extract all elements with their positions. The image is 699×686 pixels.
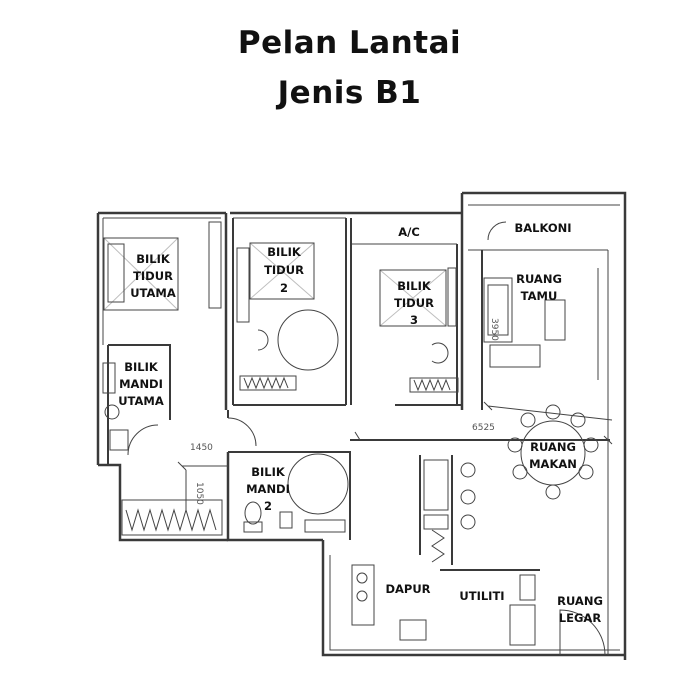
label-ruang-tamu-2: TAMU <box>521 289 558 303</box>
dimension-labels: 1450 1050 6525 3950 <box>190 318 499 505</box>
label-ac: A/C <box>398 225 420 239</box>
label-bilik-tidur-2-3: 2 <box>280 281 288 295</box>
label-bilik-tidur-utama-1: BILIK <box>136 252 171 266</box>
label-ruang-legar-2: LEGAR <box>559 611 602 625</box>
furniture <box>102 221 606 656</box>
label-bilik-tidur-utama-3: UTAMA <box>130 286 176 300</box>
dim-1450: 1450 <box>190 443 213 453</box>
label-ruang-makan-2: MAKAN <box>529 457 577 471</box>
outer-walls <box>96 191 627 660</box>
room-labels: BILIK TIDUR UTAMA BILIK TIDUR 2 BILIK TI… <box>118 221 603 625</box>
label-bilik-mandi-2-1: BILIK <box>251 465 286 479</box>
partitions <box>107 218 610 571</box>
label-bilik-tidur-3-3: 3 <box>410 313 418 327</box>
label-ruang-makan-1: RUANG <box>530 440 576 454</box>
label-bilik-tidur-3-2: TIDUR <box>394 296 434 310</box>
inner-wall-lines <box>102 204 620 655</box>
label-utiliti: UTILITI <box>459 589 504 603</box>
label-bilik-tidur-2-1: BILIK <box>267 245 302 259</box>
dim-3950: 3950 <box>489 318 499 341</box>
plan-title-line1: Pelan Lantai <box>237 25 462 61</box>
label-bilik-mandi-utama-2: MANDI <box>119 377 163 391</box>
label-bilik-tidur-3-1: BILIK <box>397 279 432 293</box>
label-bilik-mandi-utama-3: UTAMA <box>118 394 164 408</box>
label-bilik-mandi-utama-1: BILIK <box>124 360 159 374</box>
label-bilik-mandi-2-3: 2 <box>264 499 272 513</box>
label-bilik-tidur-utama-2: TIDUR <box>133 269 173 283</box>
dimension-marks <box>177 401 613 510</box>
dim-1050: 1050 <box>194 482 204 505</box>
label-ruang-tamu-1: RUANG <box>516 272 562 286</box>
label-bilik-mandi-2-2: MANDI <box>246 482 290 496</box>
label-balkoni: BALKONI <box>514 221 571 235</box>
label-ruang-legar-1: RUANG <box>557 594 603 608</box>
plan-title-line2: Jenis B1 <box>277 75 422 111</box>
dim-6525: 6525 <box>472 423 495 433</box>
label-bilik-tidur-2-2: TIDUR <box>264 263 304 277</box>
label-dapur: DAPUR <box>385 582 430 596</box>
